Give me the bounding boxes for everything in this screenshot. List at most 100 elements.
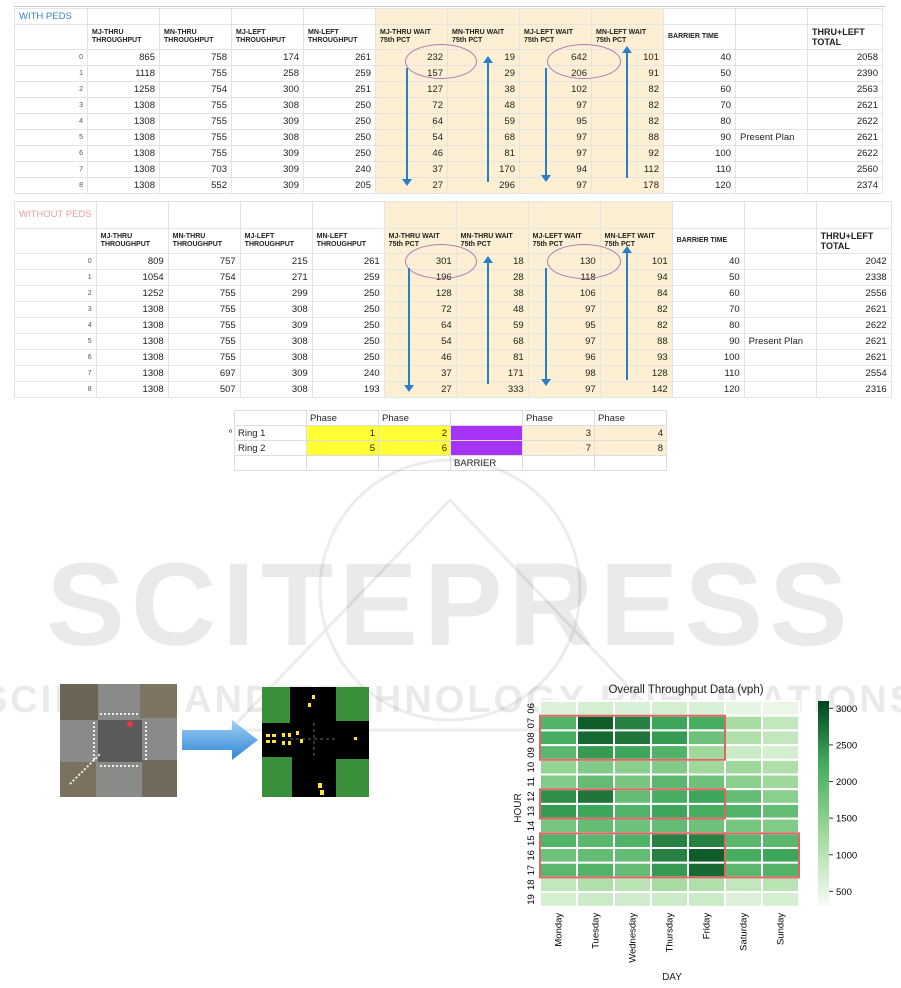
- heatmap-cell: [613, 700, 652, 717]
- heatmap-cell: [761, 700, 800, 717]
- x-tick-label: Sunday: [776, 913, 787, 945]
- down-arrow-icon: [404, 268, 414, 392]
- table-cell: 2390: [807, 65, 883, 82]
- header-cell: [735, 24, 808, 50]
- y-tick-label: 15: [526, 835, 537, 846]
- heatmap-cell: [687, 714, 726, 732]
- table-cell: 40: [663, 49, 736, 66]
- heatmap-cell: [724, 700, 763, 717]
- heatmap-cell: [761, 729, 800, 747]
- y-tick-label: 14: [526, 821, 537, 832]
- table-cell: 96: [527, 349, 601, 366]
- phase-cell: 3: [522, 425, 595, 441]
- aerial-intersection-image: [60, 684, 177, 797]
- table-cell: 308: [239, 349, 313, 366]
- heatmap-cell: [650, 700, 689, 717]
- heatmap-cell: [576, 847, 615, 864]
- table-cell: 97: [527, 381, 601, 398]
- phase-marker: º: [229, 428, 232, 437]
- heatmap-x-axis-label: DAY: [662, 972, 682, 983]
- peak-highlight-box: [724, 832, 800, 879]
- heatmap-cell: [613, 817, 652, 835]
- table-cell: 1308: [95, 381, 169, 398]
- note-cell: [735, 97, 808, 114]
- x-tick-label: Friday: [702, 913, 713, 940]
- table-cell: 2622: [807, 113, 883, 130]
- table-cell: 88: [599, 333, 673, 350]
- table-cell: 1258: [87, 81, 160, 98]
- heatmap-cell: [650, 758, 689, 776]
- with-peds-title-row: WITH PEDS: [14, 8, 883, 25]
- table-cell: 90: [663, 129, 736, 146]
- heatmap-cell: [539, 758, 578, 776]
- table-cell: 755: [167, 285, 241, 302]
- heatmap-cell: [687, 729, 726, 747]
- table-cell: 755: [167, 301, 241, 318]
- table-cell: 97: [519, 129, 592, 146]
- table-cell: 50: [663, 65, 736, 82]
- table-cell: 240: [311, 365, 385, 382]
- heatmap-cell: [761, 744, 800, 761]
- table-cell: 309: [231, 113, 304, 130]
- peak-highlight-box: [539, 714, 726, 761]
- heatmap-cell: [687, 847, 726, 864]
- table-cell: 1308: [87, 129, 160, 146]
- heatmap-cells: [539, 700, 800, 908]
- table-cell: 120: [671, 381, 745, 398]
- table-cell: 250: [311, 285, 385, 302]
- row-index-cell: 8: [14, 381, 97, 398]
- table-cell: 271: [239, 269, 313, 286]
- table-cell: 1308: [87, 145, 160, 162]
- table-cell: 94: [519, 161, 592, 178]
- note-cell: [735, 145, 808, 162]
- table-cell: 809: [95, 253, 169, 270]
- barrier-cell: [450, 425, 523, 441]
- table-cell: 2556: [815, 285, 892, 302]
- heatmap-cell: [613, 714, 652, 732]
- table-cell: 261: [303, 49, 376, 66]
- heatmap-cell: [613, 861, 652, 879]
- table-cell: 309: [239, 317, 313, 334]
- down-arrow-icon: [541, 268, 551, 386]
- right-arrow-icon: [182, 720, 258, 760]
- table-cell: 755: [167, 317, 241, 334]
- phase-header: Phase: [594, 410, 667, 426]
- table-cell: 70: [671, 301, 745, 318]
- table-cell: 865: [87, 49, 160, 66]
- note-cell: [735, 161, 808, 178]
- y-tick-label: 13: [526, 806, 537, 817]
- header-cell: BARRIER TIME: [663, 24, 736, 50]
- heatmap-cell: [650, 861, 689, 879]
- note-cell: [735, 81, 808, 98]
- table-cell: 81: [447, 145, 520, 162]
- phase-ring-table: Phase Phase Phase Phase Ring 1 1 2 3 4 R…: [234, 410, 667, 471]
- table-cell: 128: [383, 285, 457, 302]
- row-index-cell: 7: [14, 161, 88, 178]
- heatmap-cell: [539, 861, 578, 879]
- y-tick-label: 17: [526, 865, 537, 876]
- x-tick-label: Tuesday: [591, 913, 602, 949]
- table-cell: 296: [447, 177, 520, 194]
- table-cell: 72: [383, 301, 457, 318]
- table-cell: 95: [519, 113, 592, 130]
- table-cell: 59: [447, 113, 520, 130]
- table-cell: 755: [159, 113, 232, 130]
- table-cell: 2042: [815, 253, 892, 270]
- heatmap-cell: [761, 788, 800, 805]
- table-cell: 97: [519, 97, 592, 114]
- table-cell: 38: [447, 81, 520, 98]
- heatmap-cell: [613, 773, 652, 791]
- heatmap-cell: [539, 802, 578, 820]
- with-peds-header-row: MJ-THRU THROUGHPUT MN-THRU THROUGHPUT MJ…: [14, 24, 883, 50]
- table-cell: 80: [671, 317, 745, 334]
- down-arrow-icon: [402, 68, 412, 186]
